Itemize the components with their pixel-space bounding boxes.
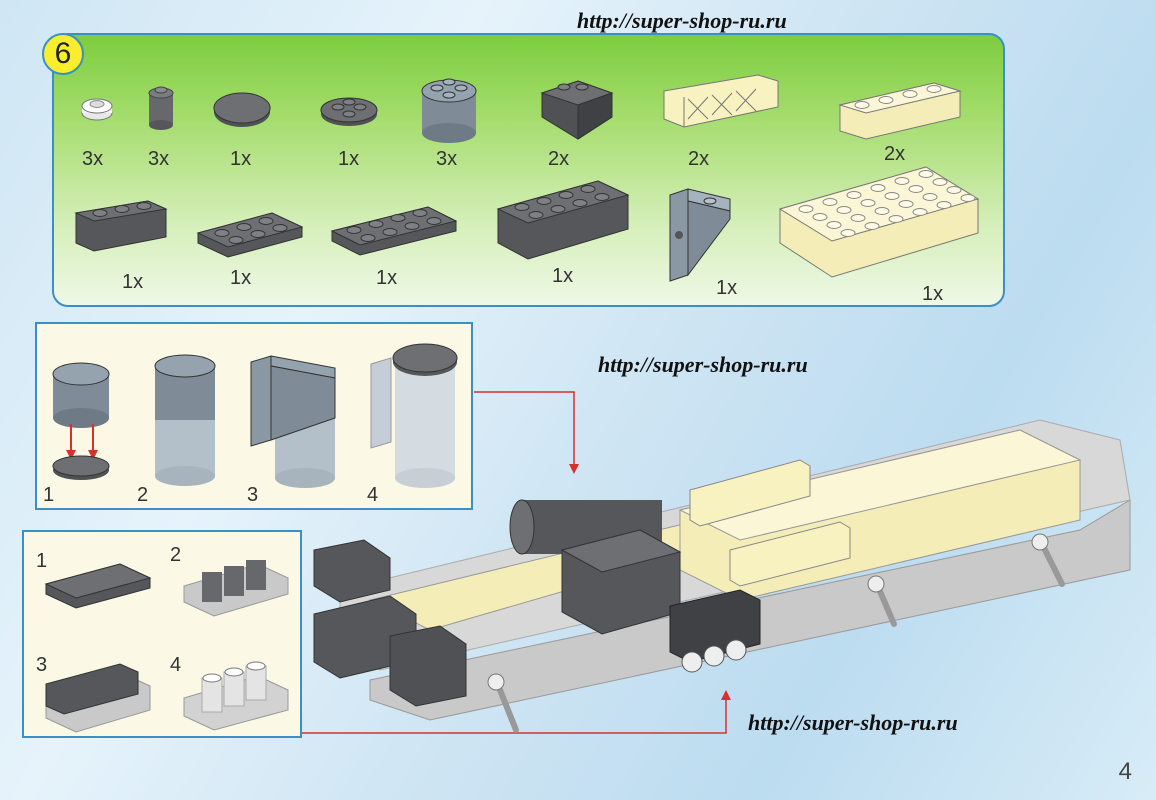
- brick-dark-2x4-icon: [496, 180, 630, 260]
- brick-tan-1x4-icon: [838, 82, 962, 140]
- round-brick-stack-step4-icon: [370, 343, 458, 488]
- plate-dark-2x3-icon: [196, 212, 304, 258]
- part-qty: 2x: [548, 148, 570, 170]
- sub-step-number: 4: [170, 654, 182, 676]
- sub-step-number: 2: [137, 484, 149, 506]
- vehicle-assembly-illustration: [313, 419, 1131, 733]
- sub-step-number: 2: [170, 544, 182, 566]
- round-brick-dark-icon: [148, 86, 174, 130]
- round-brick-stack-step1-icon: [52, 362, 110, 480]
- round-brick-stack-step2-icon: [154, 354, 216, 486]
- page-number: 4: [1118, 758, 1132, 785]
- part-qty: 3x: [436, 148, 458, 170]
- sub-step-number: 3: [247, 484, 259, 506]
- round-tile-dark-icon: [213, 92, 271, 127]
- plate-dark-2x4-icon: [330, 206, 458, 256]
- sub-step-number: 1: [43, 484, 55, 506]
- part-qty: 1x: [552, 265, 574, 287]
- round-plate-dark-icon: [320, 97, 378, 126]
- brick-tan-4x6-icon: [778, 166, 980, 278]
- part-qty: 1x: [230, 148, 252, 170]
- bracket-gray-icon: [669, 188, 731, 282]
- brick-dark-1x3-icon: [74, 200, 168, 252]
- part-qty: 1x: [376, 267, 398, 289]
- part-qty: 1x: [716, 277, 738, 299]
- brick-step2-icon: [45, 663, 151, 733]
- plate-step1-icon: [44, 563, 152, 609]
- part-qty: 3x: [82, 148, 104, 170]
- plate-step3-icon: [183, 560, 289, 617]
- part-qty: 1x: [338, 148, 360, 170]
- sub-step-number: 3: [36, 654, 48, 676]
- fence-tan-icon: [663, 74, 779, 128]
- part-qty: 1x: [122, 271, 144, 293]
- sub-step-number: 4: [367, 484, 379, 506]
- watermark-url-middle: http://super-shop-ru.ru: [598, 352, 808, 377]
- watermark-url-top: http://super-shop-ru.ru: [577, 8, 787, 33]
- brick-step4-icon: [183, 661, 289, 731]
- round-plate-white-icon: [81, 98, 113, 121]
- part-qty: 2x: [688, 148, 710, 170]
- sub-step-number: 1: [36, 550, 48, 572]
- round-brick-stack-step3-icon: [250, 355, 336, 488]
- part-qty: 1x: [230, 267, 252, 289]
- sub-assembly-b-panel: 1 2 3 4: [22, 530, 302, 738]
- parts-list-panel: 3x 3x 1x 1x 3x 2x 2x 2x 1x 1x 1x 1x: [52, 33, 1005, 307]
- part-qty: 2x: [884, 143, 906, 165]
- slope-brick-dark-icon: [540, 80, 614, 140]
- sub-assembly-a-panel: 1 2 3 4: [35, 322, 473, 510]
- part-qty: 1x: [922, 283, 944, 305]
- step-number-badge: 6: [42, 33, 84, 75]
- part-qty: 3x: [148, 148, 170, 170]
- watermark-url-bottom: http://super-shop-ru.ru: [748, 710, 958, 735]
- round-brick-gray-icon: [421, 78, 477, 143]
